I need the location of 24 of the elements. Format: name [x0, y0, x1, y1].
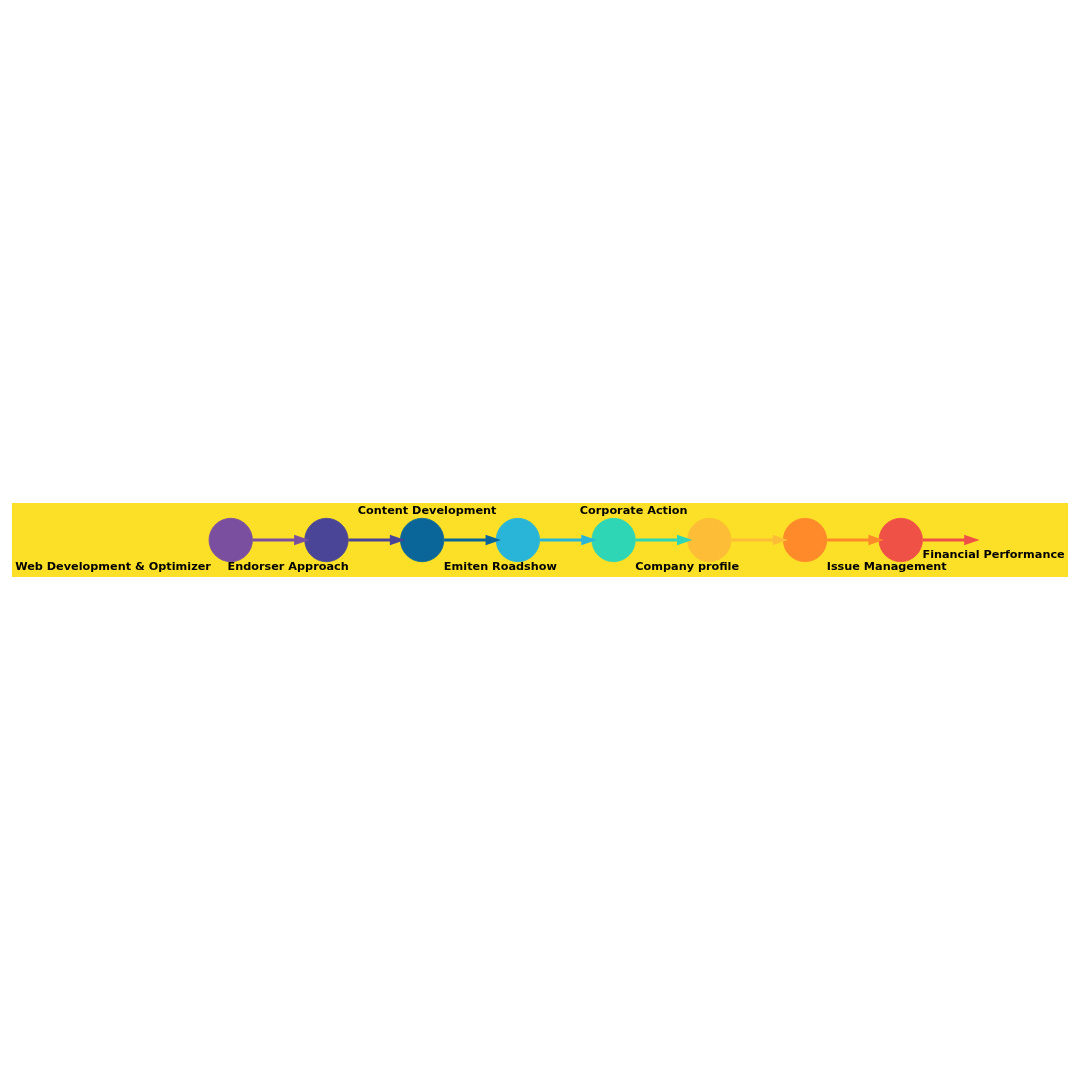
- node-circle: [687, 517, 732, 563]
- node-circle: [304, 517, 349, 563]
- node-label: Content Development: [357, 504, 497, 518]
- arrow: [922, 534, 980, 546]
- arrow: [348, 534, 406, 546]
- node-label: Financial Performance: [922, 547, 1065, 561]
- arrow: [731, 534, 789, 546]
- arrow: [539, 534, 597, 546]
- arrow: [635, 534, 693, 546]
- node-circle: [400, 517, 445, 563]
- node-label: Web Development & Optimizer: [15, 559, 211, 573]
- arrow: [826, 534, 884, 546]
- node-circle: [208, 517, 253, 563]
- node-circle: [495, 517, 540, 563]
- node-label: Endorser Approach: [227, 559, 349, 573]
- node-circle: [591, 517, 636, 563]
- node-label: Corporate Action: [579, 504, 688, 518]
- node-label: Issue Management: [826, 559, 947, 573]
- node-circle: [878, 517, 923, 563]
- node-label: Emiten Roadshow: [443, 559, 557, 573]
- arrow: [252, 534, 310, 546]
- node-label: Company profile: [635, 559, 740, 573]
- node-circle: [782, 517, 828, 563]
- arrow: [444, 534, 501, 546]
